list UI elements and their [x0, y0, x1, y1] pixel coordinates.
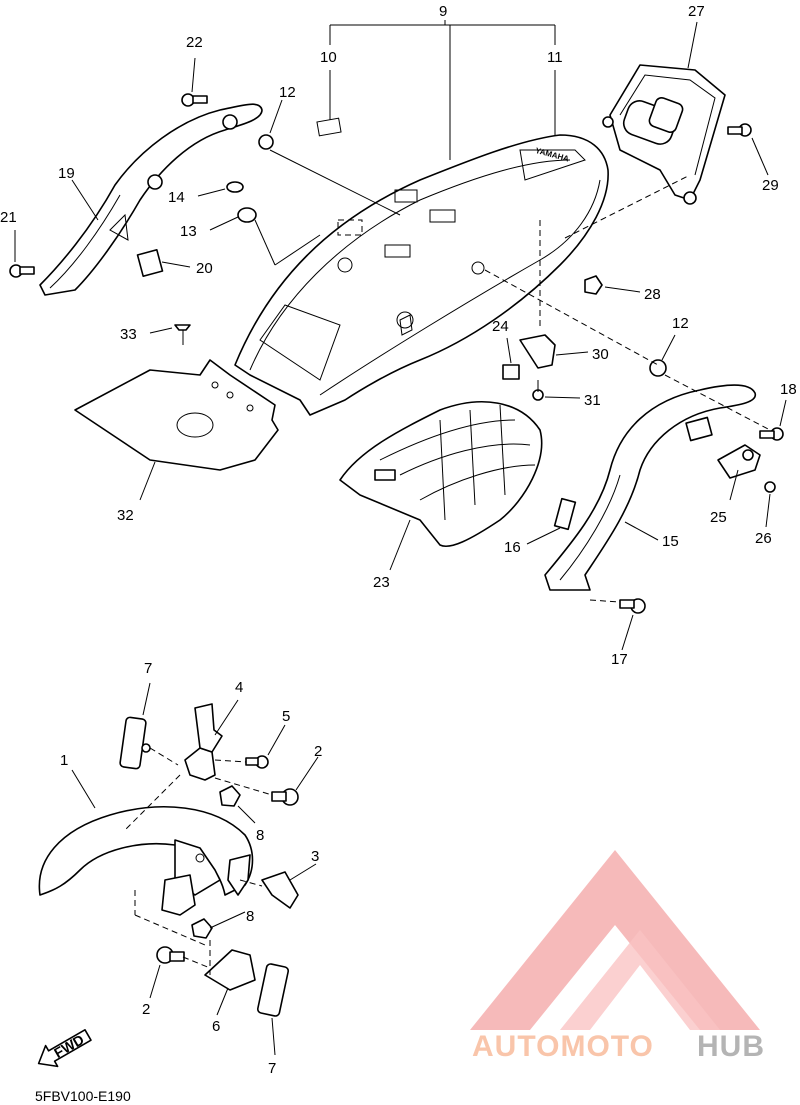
- callout-32: 32: [117, 507, 134, 524]
- callout-numbers: 9 10 11 22 12 27 19 14 13 21 20 29 28 33…: [0, 3, 797, 1077]
- grommet-13-icon: [237, 207, 257, 223]
- callout-25: 25: [710, 509, 727, 526]
- callout-11: 11: [547, 49, 563, 66]
- collar-14-icon: [226, 181, 244, 193]
- callout-2: 2: [314, 743, 322, 760]
- callout-13: 13: [180, 223, 197, 240]
- left-grab-rail: [39, 103, 263, 296]
- callout-31: 31: [584, 392, 601, 409]
- leader-lines-top: [14, 21, 787, 651]
- inner-fender: [339, 401, 543, 547]
- callout-26: 26: [755, 530, 772, 547]
- callout-33: 33: [120, 326, 137, 343]
- callout-4: 4: [235, 679, 243, 696]
- rear-fender: YAMAHA: [234, 117, 609, 416]
- callout-30: 30: [592, 346, 609, 363]
- bracket-4-icon: [184, 747, 216, 781]
- callout-3: 3: [311, 848, 319, 865]
- callout-21: 21: [0, 209, 17, 226]
- callout-8b: 8: [246, 908, 254, 925]
- grommet-12-icon: [258, 134, 274, 150]
- callout-14: 14: [168, 189, 185, 206]
- callout-19: 19: [58, 165, 75, 182]
- callout-12b: 12: [672, 315, 689, 332]
- watermark-brand-main: AUTOMOTO: [472, 1030, 654, 1063]
- drawing-code: 5FBV100-E190: [35, 1088, 131, 1104]
- callout-29: 29: [762, 177, 779, 194]
- callout-28: 28: [644, 286, 661, 303]
- pad-20-icon: [136, 248, 164, 278]
- pad-7-icon: [119, 716, 147, 770]
- callout-7: 7: [144, 660, 152, 677]
- front-fender: [38, 806, 254, 896]
- pad-7b-icon: [256, 963, 290, 1017]
- nut-28-icon: [584, 275, 603, 295]
- callout-18: 18: [780, 381, 797, 398]
- callout-16: 16: [504, 539, 521, 556]
- callout-24: 24: [492, 318, 509, 335]
- nut-24-icon: [502, 364, 520, 380]
- callout-22: 22: [186, 34, 203, 51]
- clip-3-icon: [261, 871, 299, 909]
- bracket-6-icon: [204, 949, 256, 991]
- callout-23: 23: [373, 574, 390, 591]
- front-fender-brackets: [161, 703, 256, 991]
- callout-17: 17: [611, 651, 628, 668]
- right-grab-rail: [544, 384, 756, 591]
- callout-7b: 7: [268, 1060, 276, 1077]
- screw-26-icon: [764, 481, 776, 493]
- callout-2b: 2: [142, 1001, 150, 1018]
- callout-20: 20: [196, 260, 213, 277]
- callout-9: 9: [439, 3, 447, 20]
- mud-flap-plate: [74, 359, 279, 471]
- bracket-30-icon: [519, 334, 556, 369]
- nut-8-icon: [219, 785, 241, 807]
- fwd-arrow-icon: FWD: [37, 1029, 92, 1068]
- tail-light: [602, 64, 726, 205]
- callout-6: 6: [212, 1018, 220, 1035]
- callout-10: 10: [320, 49, 337, 66]
- bracket-25: [717, 444, 761, 479]
- callout-1: 1: [60, 752, 68, 769]
- callout-27: 27: [688, 3, 705, 20]
- grommet-12b-icon: [649, 359, 667, 377]
- callout-5: 5: [282, 708, 290, 725]
- callout-12: 12: [279, 84, 296, 101]
- watermark-triangle-icon: [470, 850, 760, 1030]
- callout-8: 8: [256, 827, 264, 844]
- pad-16-icon: [553, 497, 577, 531]
- leader-lines-bottom: [71, 682, 319, 1056]
- watermark-brand-hub: HUB: [697, 1030, 765, 1063]
- nut-8b-icon: [191, 918, 213, 939]
- callout-15: 15: [662, 533, 679, 550]
- callout-9-bracket: [329, 20, 556, 160]
- screw-33-icon: [174, 324, 191, 331]
- small-parts-bottom: [119, 716, 299, 1017]
- watermark-logo: AUTOMOTO HUB: [470, 850, 765, 1063]
- small-parts-top: [9, 93, 784, 614]
